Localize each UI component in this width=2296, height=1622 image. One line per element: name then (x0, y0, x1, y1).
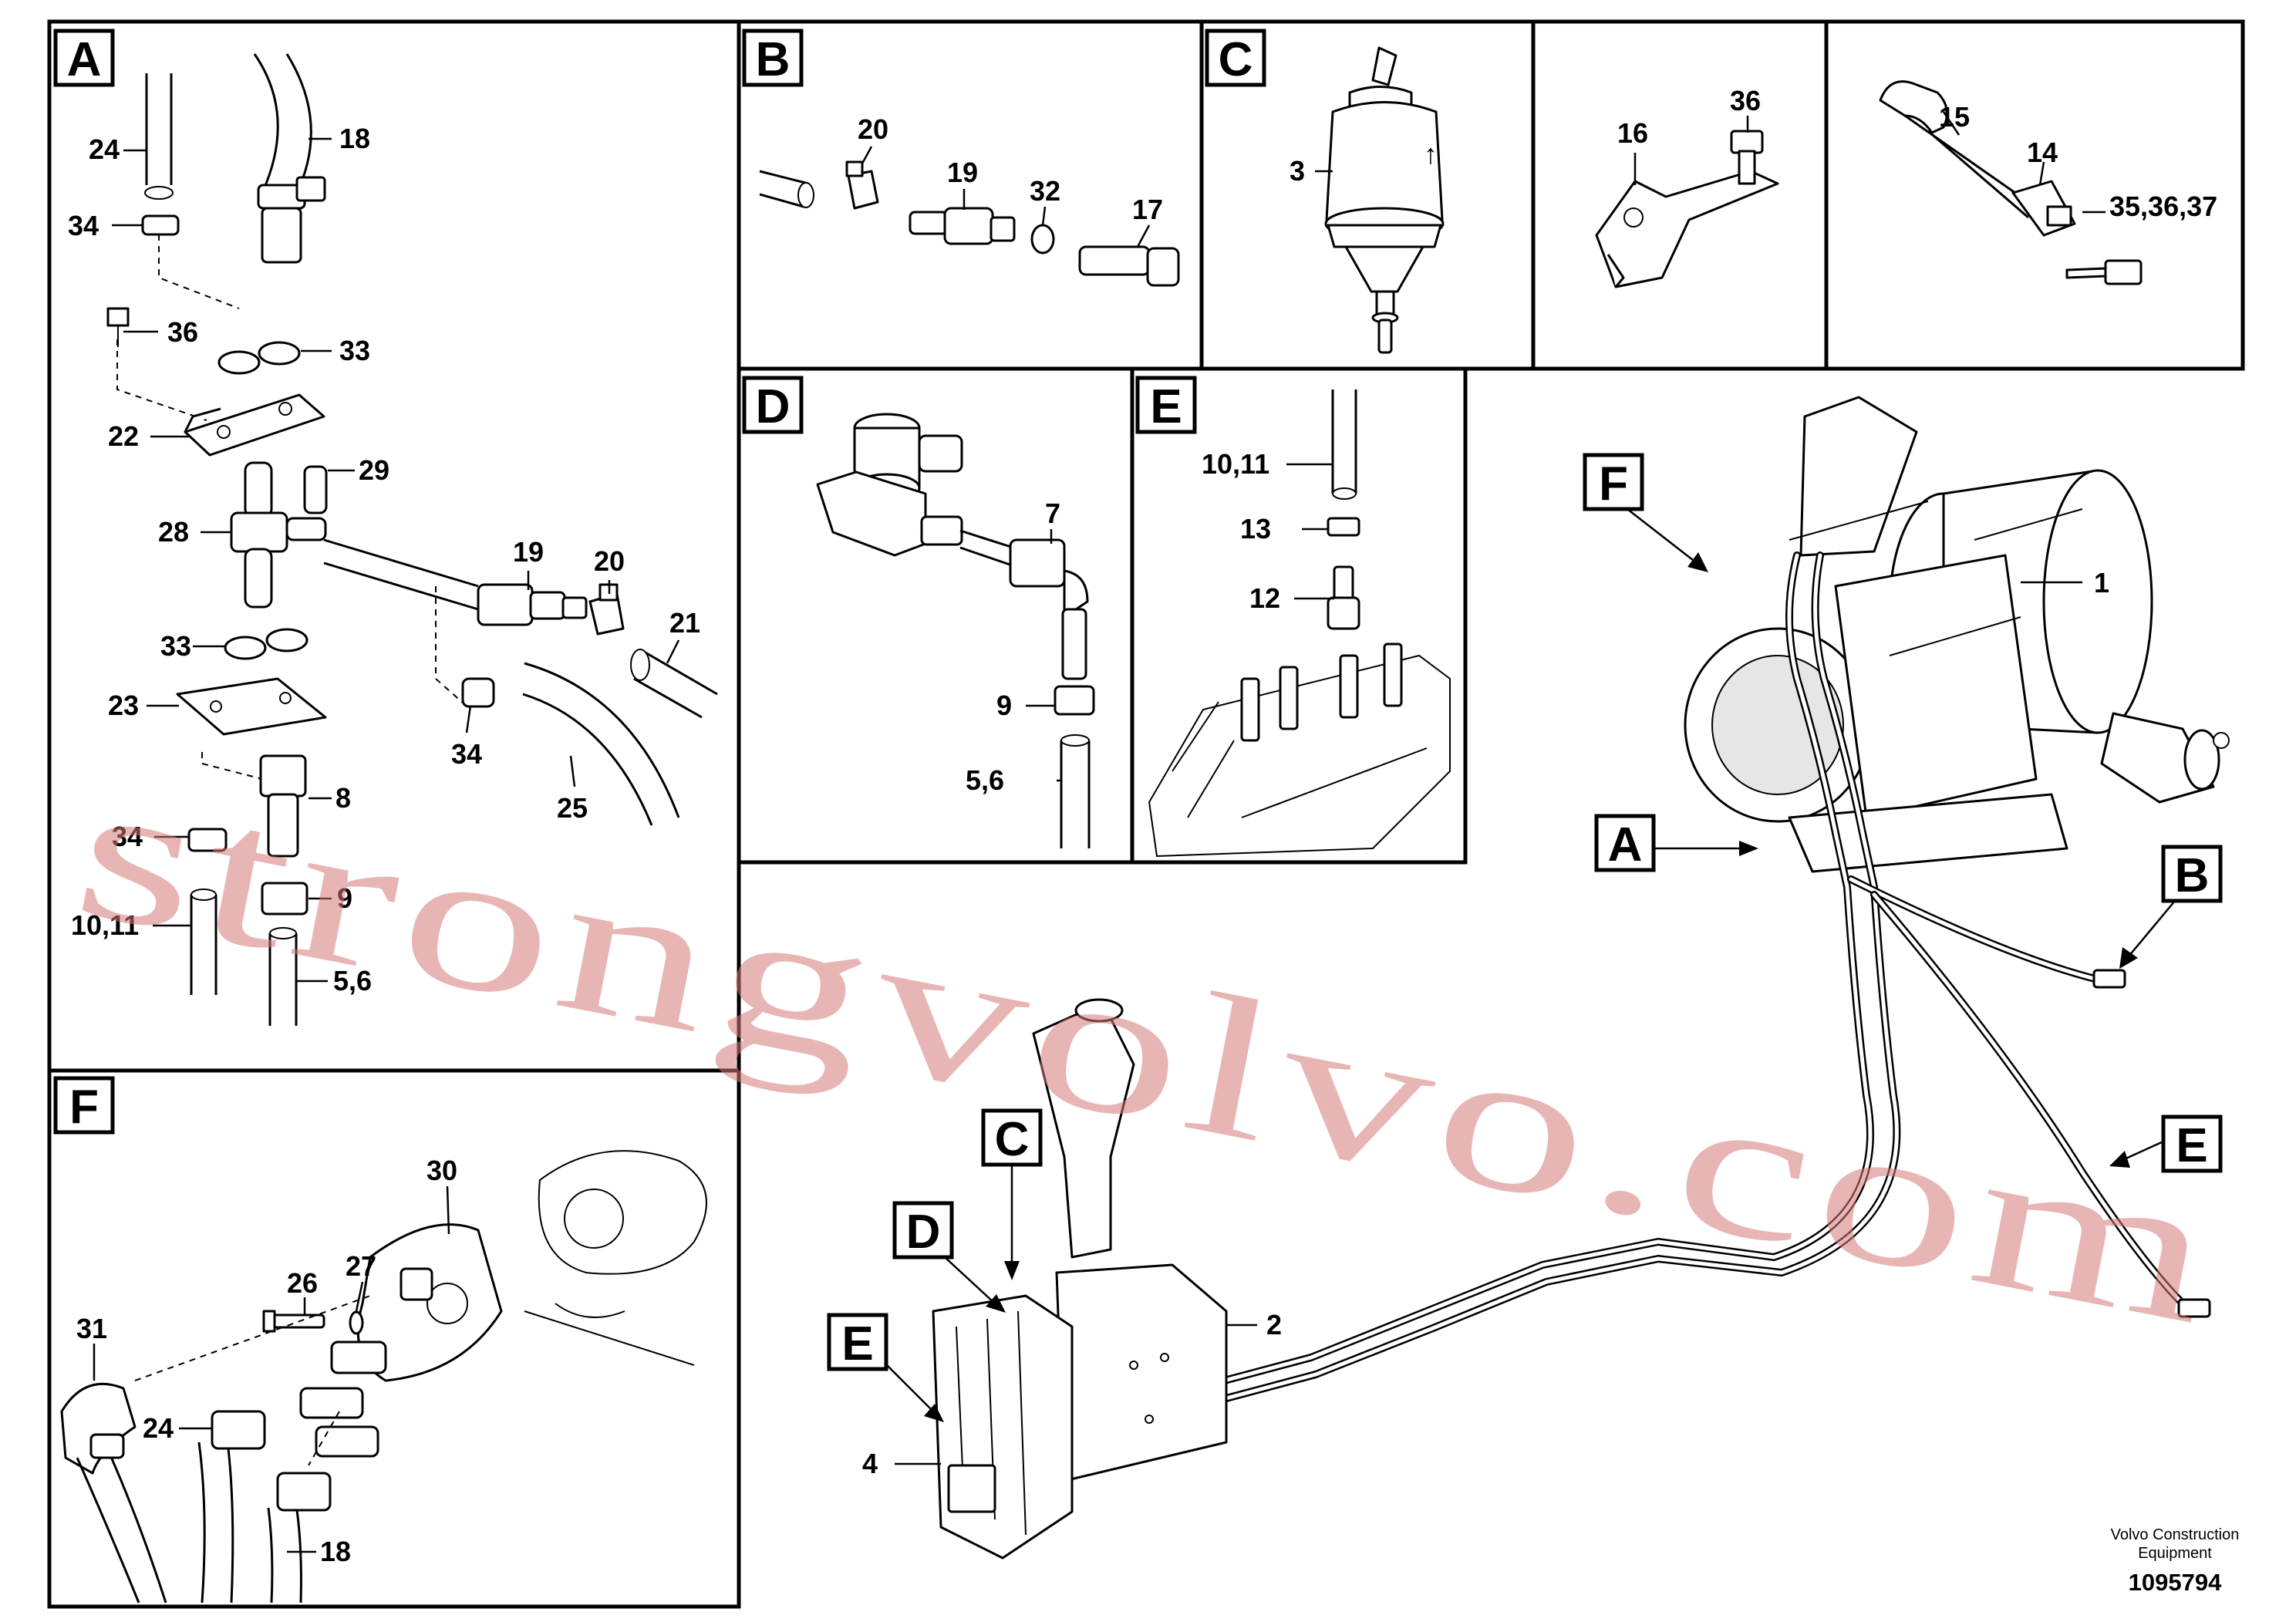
callout-a-25: 25 (557, 792, 588, 824)
callout-b-17: 17 (1132, 194, 1163, 225)
callout-overview-2: 2 (1266, 1309, 1282, 1340)
callout-c-3: 3 (1290, 155, 1305, 187)
callout-a-19: 19 (513, 536, 544, 568)
callout-c3-15: 15 (1939, 101, 1970, 133)
panel-e-frame (1130, 366, 1468, 865)
callout-a-18: 18 (339, 123, 370, 154)
callout-a-33: 33 (339, 335, 370, 366)
panel-b-badge: B (742, 29, 804, 87)
callout-a-21: 21 (669, 607, 700, 639)
brand-line-2: Equipment (2138, 1545, 2212, 1562)
callout-b-20: 20 (858, 113, 888, 145)
svg-text:B: B (2175, 849, 2210, 902)
filter-arrow-mark: ↑ (1424, 138, 1438, 170)
callout-a-29: 29 (359, 454, 389, 486)
panel-c2-drawing: 16 36 (1595, 85, 1779, 288)
callout-d-5-6: 5,6 (966, 764, 1004, 796)
callout-overview-1: 1 (2094, 567, 2109, 599)
panel-f-label: F (69, 1081, 99, 1134)
callout-a-33-lower: 33 (160, 630, 191, 662)
overview-badge-e: E (827, 1313, 944, 1422)
callout-f-26: 26 (287, 1267, 318, 1299)
panel-e-label: E (1150, 380, 1182, 433)
callout-a-28: 28 (158, 516, 189, 548)
brand-line-1: Volvo Construction (2111, 1526, 2240, 1543)
callout-a-8: 8 (335, 782, 351, 814)
drawing-number: 1095794 (2129, 1569, 2222, 1596)
panel-e-badge: E (1135, 376, 1197, 434)
panel-a-badge: A (53, 29, 115, 87)
panel-f-badge: F (53, 1076, 115, 1135)
callout-f-27: 27 (346, 1250, 376, 1282)
callout-e-13: 13 (1240, 513, 1271, 545)
callout-a-34-mid: 34 (451, 738, 482, 770)
callout-b-32: 32 (1030, 175, 1060, 207)
overview-drawing: 1 2 4 F A B E C (827, 396, 2230, 1560)
panel-c3-drawing: 15 14 35,36,37 (1879, 80, 2217, 285)
panel-b-label: B (756, 33, 791, 86)
panel-c3-frame (1824, 19, 2245, 371)
callout-a-22: 22 (108, 420, 139, 452)
svg-text:D: D (906, 1206, 941, 1259)
panel-c-badge: C (1205, 29, 1266, 87)
engine-intake (1799, 396, 1918, 557)
panel-f-drawing: 30 26 27 31 24 18 (60, 1150, 707, 1603)
overview-badge-d: D (892, 1201, 1006, 1313)
callout-f-24: 24 (143, 1412, 174, 1444)
callout-d-7: 7 (1045, 497, 1060, 529)
callout-f-31: 31 (76, 1313, 107, 1344)
callout-b-19: 19 (947, 157, 978, 188)
callout-overview-4: 4 (862, 1448, 878, 1479)
svg-text:E: E (841, 1317, 873, 1371)
callout-a-34-low: 34 (112, 821, 143, 852)
overview-badge-a: A (1594, 814, 1758, 872)
svg-text:E: E (2176, 1119, 2207, 1172)
callout-a-36: 36 (167, 316, 198, 348)
panel-b-drawing: 20 19 32 17 (759, 113, 1180, 287)
callout-a-24: 24 (89, 133, 120, 165)
callout-d-9: 9 (996, 690, 1012, 721)
overview-badge-e-right: E (2109, 1114, 2223, 1173)
svg-text:C: C (995, 1113, 1030, 1166)
callout-a-23: 23 (108, 690, 139, 721)
panel-d-badge: D (742, 376, 804, 434)
callout-a-5-6: 5,6 (333, 965, 372, 996)
panel-c-drawing: ↑ 3 (1290, 46, 1445, 354)
panel-a-label: A (67, 33, 102, 86)
svg-text:F: F (1599, 457, 1628, 511)
overview-badge-b: B (2119, 845, 2223, 969)
panel-a-drawing: 24 18 34 36 33 22 29 28 19 20 21 33 23 3… (68, 53, 718, 1026)
panel-d-drawing: 7 9 5,6 (816, 413, 1095, 848)
overview-badge-c: C (981, 1108, 1043, 1280)
panel-d-label: D (756, 380, 791, 433)
callout-c3-35-36-37: 35,36,37 (2109, 191, 2217, 222)
panel-f-frame (47, 1068, 741, 1609)
svg-text:A: A (1608, 818, 1643, 872)
fuel-lines (1091, 551, 2211, 1462)
panel-frames (47, 19, 2245, 1609)
callout-a-20: 20 (594, 545, 625, 577)
callout-f-30: 30 (426, 1155, 457, 1186)
panel-c-label: C (1219, 33, 1253, 86)
callout-a-9: 9 (337, 882, 352, 914)
callout-a-10-11: 10,11 (71, 909, 139, 941)
callout-a-34: 34 (68, 210, 99, 241)
panel-badges: A B C D E F (53, 29, 1266, 1135)
callout-f-18: 18 (320, 1536, 351, 1567)
callout-c3-14: 14 (2027, 137, 2058, 168)
footer: Volvo Construction Equipment 1095794 (2111, 1526, 2240, 1596)
callout-e-12: 12 (1249, 582, 1280, 614)
overview-badge-f: F (1583, 453, 1708, 572)
callout-e-10-11: 10,11 (1202, 448, 1269, 480)
callout-c2-36: 36 (1730, 85, 1761, 116)
callout-c2-16: 16 (1617, 117, 1648, 149)
panel-e-drawing: 10,11 13 12 (1148, 389, 1451, 858)
